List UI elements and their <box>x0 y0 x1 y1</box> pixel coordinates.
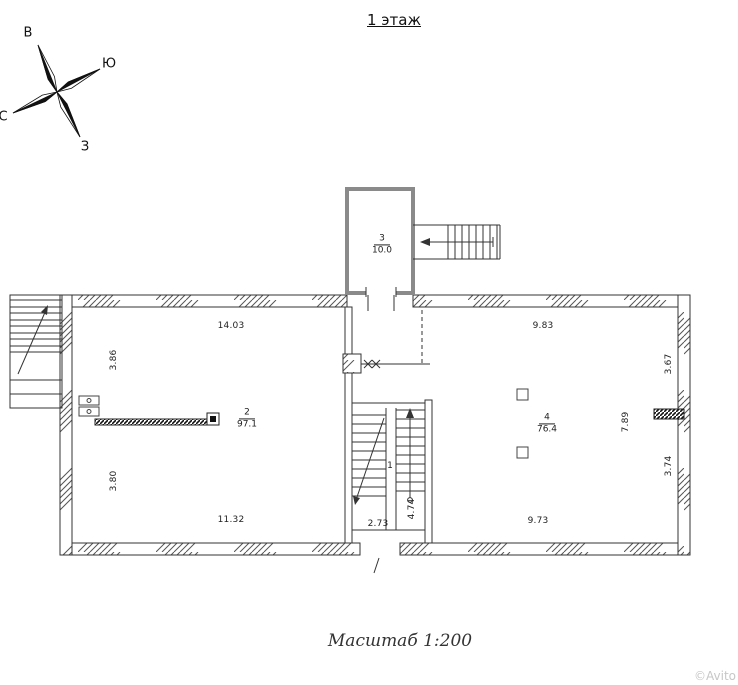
watermark: ©Avito <box>694 669 736 683</box>
interior-walls <box>342 306 433 544</box>
compass-label-right: Ю <box>101 56 117 72</box>
outer-walls <box>59 294 691 556</box>
room-area: 10.0 <box>371 245 393 256</box>
dimension-bottom-right: 9.73 <box>527 516 549 526</box>
room-area: 76.4 <box>536 424 558 435</box>
room-label-right: 4 76.4 <box>537 405 557 434</box>
scale-label: Масштаб 1:200 <box>327 631 473 651</box>
compass-label-left: С <box>0 109 8 125</box>
page-title: 1 этаж <box>367 11 421 29</box>
compass-label-top: В <box>23 25 33 41</box>
dimension-top-left: 14.03 <box>217 321 245 331</box>
dimension-top-right: 9.83 <box>532 321 554 331</box>
room-label-vestibule: 3 10.0 <box>372 226 392 255</box>
dimension-left-lower: 3.80 <box>109 470 119 492</box>
dimension-stair-width: 2.73 <box>367 519 389 529</box>
room-label-left: 2 97.1 <box>237 400 257 429</box>
dimension-bottom-left: 11.32 <box>217 515 245 525</box>
exterior-stair-left <box>9 294 63 409</box>
compass-label-bottom: З <box>80 139 90 155</box>
dimension-right-mid: 7.89 <box>621 411 631 433</box>
dimension-left-upper: 3.86 <box>109 349 119 371</box>
dimension-stair-depth: 4.74 <box>407 498 417 520</box>
bottom-exit-marks <box>359 543 401 574</box>
room-area: 97.1 <box>236 419 258 430</box>
left-room-fixtures <box>78 395 220 426</box>
room-number: 3 <box>374 233 390 246</box>
room-number: 4 <box>539 412 555 425</box>
exterior-stair-right <box>413 224 501 260</box>
compass-rose-icon <box>12 44 101 138</box>
room-number: 2 <box>239 407 255 420</box>
dimension-right-upper: 3.67 <box>664 353 674 375</box>
vestibule-walls <box>345 187 415 311</box>
room-label-stair: 1 <box>387 461 393 471</box>
right-room-fixtures <box>516 388 685 459</box>
dimension-right-lower: 3.74 <box>664 455 674 477</box>
interior-staircase <box>352 402 425 531</box>
